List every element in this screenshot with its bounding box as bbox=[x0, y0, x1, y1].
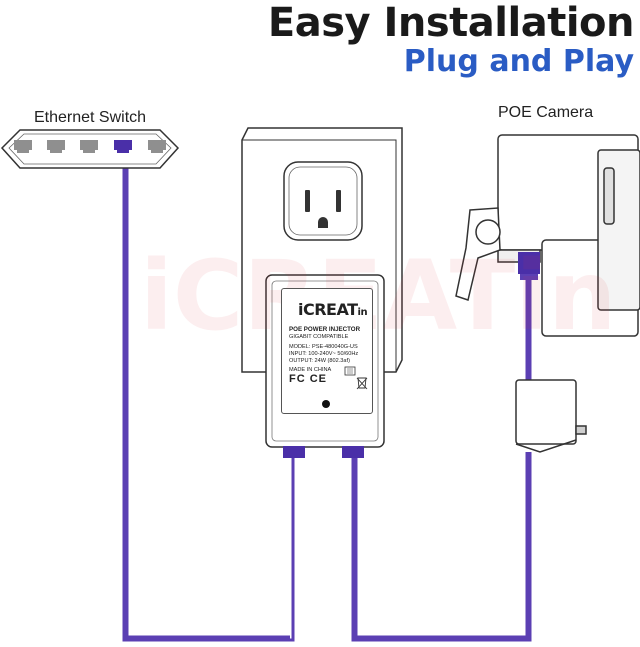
injector-origin: MADE IN CHINA bbox=[289, 367, 332, 373]
ethernet-switch-label: Ethernet Switch bbox=[34, 109, 147, 126]
outlet-icon bbox=[283, 161, 363, 241]
ethernet-switch bbox=[0, 129, 180, 169]
page-subtitle: Plug and Play bbox=[403, 44, 634, 79]
injector-brand-main: iCREAT bbox=[298, 300, 358, 319]
injector-port-data-in bbox=[283, 446, 305, 458]
injector-model: MODEL: PSE-480040G-US bbox=[289, 344, 358, 350]
camera-icon bbox=[455, 134, 640, 453]
cable-switch-to-injector bbox=[122, 160, 295, 642]
injector-port-poe-out bbox=[342, 446, 364, 458]
injector-label: iCREATin POE POWER INJECTOR GIGABIT COMP… bbox=[281, 288, 373, 414]
page-title: Easy Installation bbox=[267, 0, 635, 46]
fcc-ce-mark-icon: FC CE bbox=[289, 373, 327, 385]
brand-watermark: iCREATin bbox=[140, 240, 617, 352]
injector-input: INPUT: 100-240V~ 50/60Hz bbox=[289, 351, 359, 357]
poe-camera-label: POE Camera bbox=[498, 104, 594, 121]
injector-brand: iCREATin bbox=[298, 300, 368, 319]
injector-brand-suffix: in bbox=[357, 307, 368, 318]
led-indicator bbox=[322, 400, 330, 408]
ethernet-port-icon bbox=[47, 140, 65, 153]
ethernet-port-icon bbox=[148, 140, 166, 153]
injector-output: OUTPUT: 24W (802.3af) bbox=[289, 358, 350, 364]
cable-injector-to-camera bbox=[351, 260, 532, 642]
ethernet-port-icon bbox=[80, 140, 98, 153]
ethernet-port-icon-active bbox=[114, 140, 132, 153]
weee-bin-icon bbox=[344, 366, 368, 390]
ethernet-port-icon bbox=[14, 140, 32, 153]
injector-line-1: POE POWER INJECTOR bbox=[289, 326, 361, 333]
injector-line-2: GIGABIT COMPATIBLE bbox=[289, 334, 349, 340]
